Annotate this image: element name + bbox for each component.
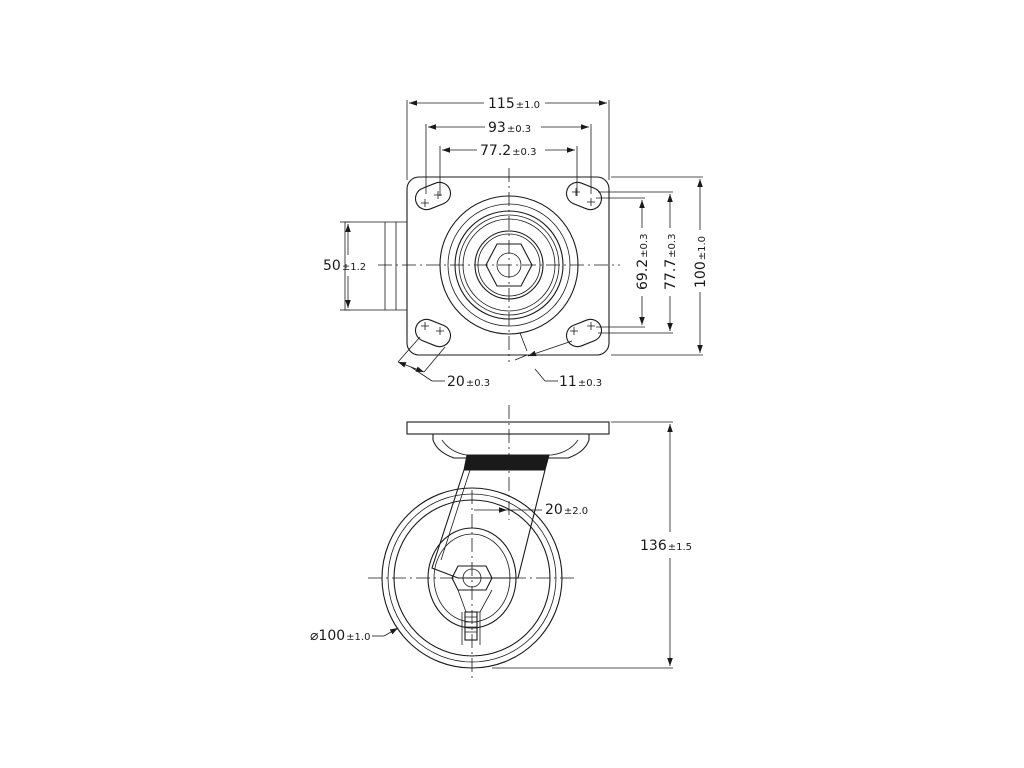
- dim-offset-left: 50±1.2: [323, 258, 366, 274]
- bearing-band: [463, 454, 550, 471]
- dim-hole-spacing-outer: 93±0.3: [488, 120, 531, 136]
- side-view: [368, 405, 673, 678]
- swivel-housing: [432, 434, 590, 459]
- dim-swivel-offset: 20±2.0: [545, 502, 588, 518]
- dim-plate-width: 115±1.0: [488, 96, 540, 112]
- dim-slot-width: 11±0.3: [559, 374, 602, 390]
- side-plate: [406, 421, 610, 435]
- dim-total-height: 136±1.5: [640, 538, 692, 554]
- dim-hole-spacing-inner: 77.2±0.3: [480, 143, 536, 159]
- mounting-slot-top-right: [565, 181, 603, 211]
- dim-hole-vertical-inner: 69.2±0.3: [635, 234, 651, 290]
- dim-wheel-diameter: ⌀100±1.0: [310, 628, 370, 644]
- brake-screw: [464, 611, 478, 641]
- mounting-slot-top-left: [414, 181, 452, 211]
- mounting-slot-bottom-right: [565, 318, 603, 348]
- top-view: [340, 100, 703, 382]
- mounting-plate: [406, 176, 610, 356]
- dim-slot-length: 20±0.3: [447, 374, 490, 390]
- mounting-slot-bottom-left: [414, 318, 452, 348]
- dim-hole-vertical-outer: 77.7±0.3: [663, 234, 679, 290]
- side-bracket: [344, 221, 407, 311]
- dim-plate-height: 100±1.0: [693, 236, 709, 288]
